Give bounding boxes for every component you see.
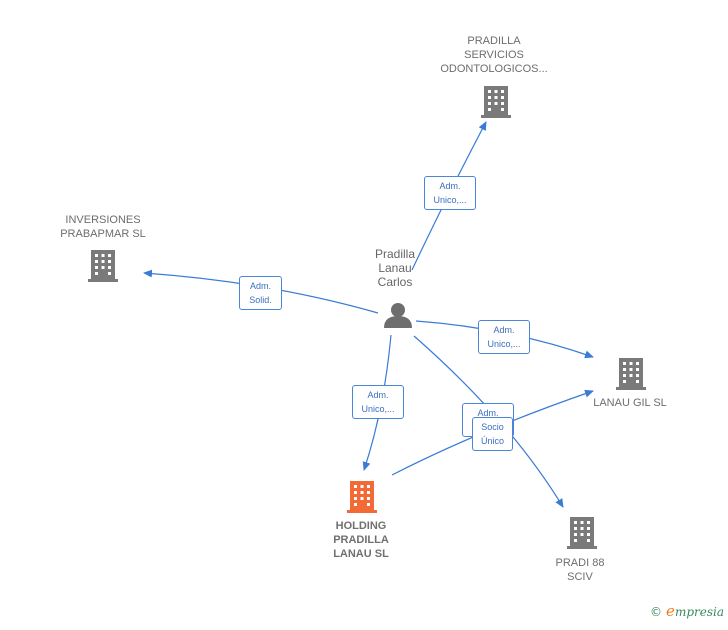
building-icon [481, 86, 511, 118]
node-label-lanau-gil[interactable]: LANAU GIL SL [593, 397, 667, 409]
brand-logo[interactable]: ©empresia [650, 602, 724, 620]
brand-name: mpresia [674, 605, 724, 619]
brand-initial: e [666, 602, 675, 620]
person-icon [384, 303, 412, 328]
node-label-holding[interactable]: HOLDING PRADILLA LANAU SL [333, 520, 389, 560]
node-label-inversiones[interactable]: INVERSIONES PRABAPMAR SL [60, 214, 146, 240]
node-label-servicios[interactable]: PRADILLA SERVICIOS ODONTOLOGICOS... [440, 35, 548, 75]
building-icon [88, 250, 118, 282]
edge-label-inversiones: Adm. Solid. [239, 276, 282, 310]
edge-label-holding-lanau-gil: Socio Único [472, 417, 513, 451]
edge-label-lanau-gil: Adm. Unico,... [478, 320, 530, 354]
edge-label-servicios: Adm. Unico,... [424, 176, 476, 210]
node-label-person[interactable]: Pradilla Lanau Carlos [374, 247, 416, 289]
node-label-pradi88[interactable]: PRADI 88 SCIV [555, 557, 605, 583]
building-icon [567, 517, 597, 549]
building-icon [616, 358, 646, 390]
building-icon-focus [347, 481, 377, 513]
copyright-icon: © [650, 605, 663, 619]
edge-label-holding: Adm. Unico,... [352, 385, 404, 419]
